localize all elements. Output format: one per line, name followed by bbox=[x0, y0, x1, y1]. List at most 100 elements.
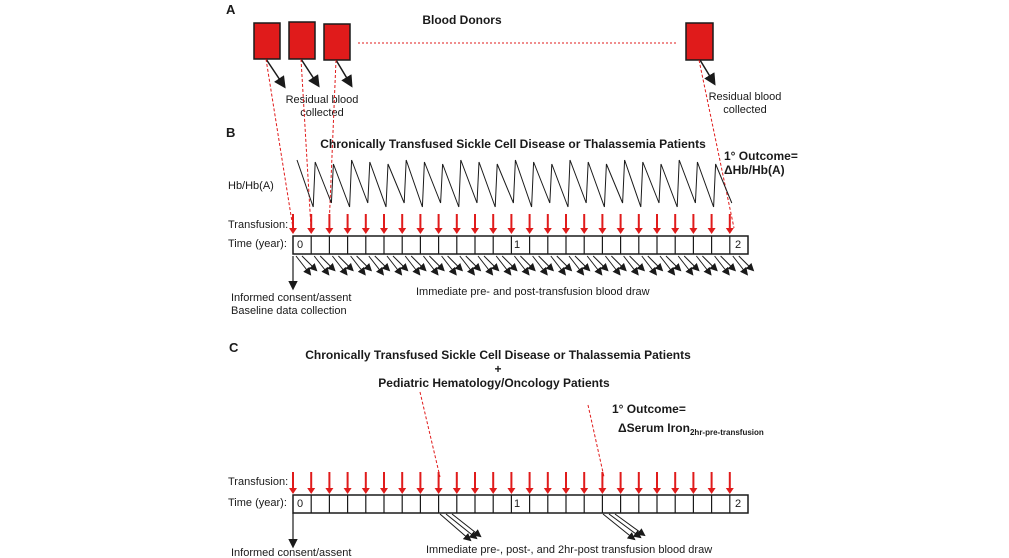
transfusion-arrow-head bbox=[525, 488, 534, 494]
transfusion-arrow-head bbox=[361, 488, 370, 494]
transfusion-arrow-head bbox=[653, 488, 661, 494]
transfusion-arrow-head bbox=[489, 488, 498, 494]
c-timeline bbox=[292, 494, 749, 514]
c-transfusion-arrows bbox=[289, 472, 734, 494]
transfusion-arrow-head bbox=[616, 488, 625, 494]
transfusion-arrow-head bbox=[689, 228, 698, 234]
residual-label-line2: collected bbox=[300, 107, 343, 119]
transfusion-arrow-head bbox=[598, 228, 607, 234]
blood-draw-arrow bbox=[483, 255, 500, 272]
c-tick-1: 1 bbox=[514, 498, 520, 510]
residual-right-line2: collected bbox=[723, 104, 766, 116]
transfusion-arrow-head bbox=[653, 228, 661, 234]
transfusion-arrow-head bbox=[707, 228, 716, 234]
c-link-1 bbox=[419, 391, 441, 478]
link-1 bbox=[265, 58, 294, 229]
link-n bbox=[698, 59, 735, 229]
panel-b-title: Chronically Transfused Sickle Cell Disea… bbox=[320, 137, 706, 151]
transfusion-arrow-head bbox=[325, 228, 334, 234]
blood-draw-arrow bbox=[392, 255, 409, 272]
blood-draw-arrow bbox=[386, 255, 403, 276]
transfusion-arrow-head bbox=[580, 488, 589, 494]
link-2 bbox=[300, 58, 312, 229]
transfusion-arrow-head bbox=[289, 228, 297, 234]
transfusion-arrow-head bbox=[507, 488, 516, 494]
residual-label-line1: Residual blood bbox=[286, 94, 359, 106]
b-transfusion-arrows bbox=[289, 214, 734, 234]
blood-draw-arrow bbox=[368, 255, 385, 276]
blood-draw-arrow bbox=[532, 255, 548, 276]
blood-draw-arrow bbox=[683, 255, 700, 272]
b-tick-0: 0 bbox=[297, 239, 303, 251]
hb-sawtooth-curve bbox=[296, 159, 733, 208]
panel-c-outcome-line1: 1° Outcome= bbox=[612, 402, 686, 416]
transfusion-arrow-head bbox=[398, 228, 407, 234]
b-blood-draw-arrows bbox=[295, 255, 755, 276]
blood-draw-arrow bbox=[568, 255, 585, 276]
transfusion-arrow-head bbox=[416, 228, 425, 234]
b-transfusion-label: Transfusion: bbox=[228, 219, 288, 231]
panel-b-letter: B bbox=[226, 125, 235, 140]
panel-c-title-line1: Chronically Transfused Sickle Cell Disea… bbox=[305, 348, 691, 362]
blood-draw-arrow bbox=[514, 255, 530, 276]
transfusion-arrow-head bbox=[507, 228, 516, 234]
blood-draw-arrow bbox=[295, 255, 312, 276]
residual-arrow-3 bbox=[335, 59, 353, 88]
transfusion-arrow-head bbox=[616, 228, 625, 234]
transfusion-arrow-head bbox=[452, 228, 461, 234]
panel-c-letter: C bbox=[229, 340, 239, 355]
c-draw-2b bbox=[608, 513, 642, 539]
b-tick-1: 1 bbox=[514, 239, 520, 251]
blood-draw-arrow bbox=[350, 255, 366, 276]
blood-draw-arrow bbox=[714, 255, 730, 276]
c-draw-1a bbox=[439, 513, 472, 542]
residual-arrows bbox=[265, 58, 716, 89]
blood-draw-arrow bbox=[495, 255, 512, 276]
panel-b-outcome-line2: ΔHb/Hb(A) bbox=[724, 163, 785, 177]
blood-draw-arrow bbox=[641, 255, 658, 276]
c-draw-1c bbox=[451, 513, 482, 538]
timeline-frame bbox=[292, 235, 749, 255]
hb-axis-label: Hb/Hb(A) bbox=[228, 180, 274, 192]
transfusion-arrow-head bbox=[543, 228, 552, 234]
blood-draw-arrow bbox=[520, 255, 536, 272]
donor-bag-n bbox=[685, 22, 714, 61]
blood-draw-arrow bbox=[574, 255, 591, 272]
blood-draw-arrow bbox=[592, 255, 609, 272]
transfusion-arrow-head bbox=[380, 228, 388, 234]
blood-draw-arrow bbox=[332, 255, 348, 276]
transfusion-arrow-head bbox=[707, 488, 716, 494]
transfusion-arrow-head bbox=[634, 488, 643, 494]
donor-bag-3 bbox=[323, 23, 351, 61]
transfusion-arrow-head bbox=[671, 488, 680, 494]
transfusion-arrow-head bbox=[452, 488, 461, 494]
transfusion-arrow-head bbox=[361, 228, 370, 234]
blood-draw-arrow bbox=[629, 255, 646, 272]
blood-draw-arrow bbox=[313, 255, 330, 276]
residual-arrow-n bbox=[699, 59, 716, 86]
transfusion-arrow-head bbox=[471, 488, 479, 494]
transfusion-arrow-head bbox=[343, 488, 352, 494]
c-consent-line1: Informed consent/assent bbox=[231, 547, 351, 558]
blood-draw-arrow bbox=[720, 255, 737, 272]
blood-draw-arrow bbox=[319, 255, 336, 272]
transfusion-arrow-head bbox=[398, 488, 407, 494]
blood-draw-arrow bbox=[550, 255, 567, 276]
transfusion-arrow-head bbox=[307, 488, 316, 494]
transfusion-arrow-head bbox=[689, 488, 698, 494]
transfusion-arrow-head bbox=[489, 228, 498, 234]
c-tick-2: 2 bbox=[735, 498, 741, 510]
blood-draw-arrow bbox=[441, 255, 457, 276]
c-link-2 bbox=[587, 404, 605, 478]
c-transfusion-label: Transfusion: bbox=[228, 476, 288, 488]
blood-draw-arrow bbox=[677, 255, 694, 276]
b-time-label: Time (year): bbox=[228, 238, 287, 250]
transfusion-arrow-head bbox=[725, 488, 734, 494]
blood-draw-arrow bbox=[702, 255, 718, 272]
panel-a-title: Blood Donors bbox=[422, 13, 502, 27]
blood-draw-arrow bbox=[538, 255, 555, 272]
timeline-frame bbox=[292, 494, 749, 514]
transfusion-arrow-head bbox=[562, 228, 570, 234]
blood-draw-arrow bbox=[556, 255, 573, 272]
